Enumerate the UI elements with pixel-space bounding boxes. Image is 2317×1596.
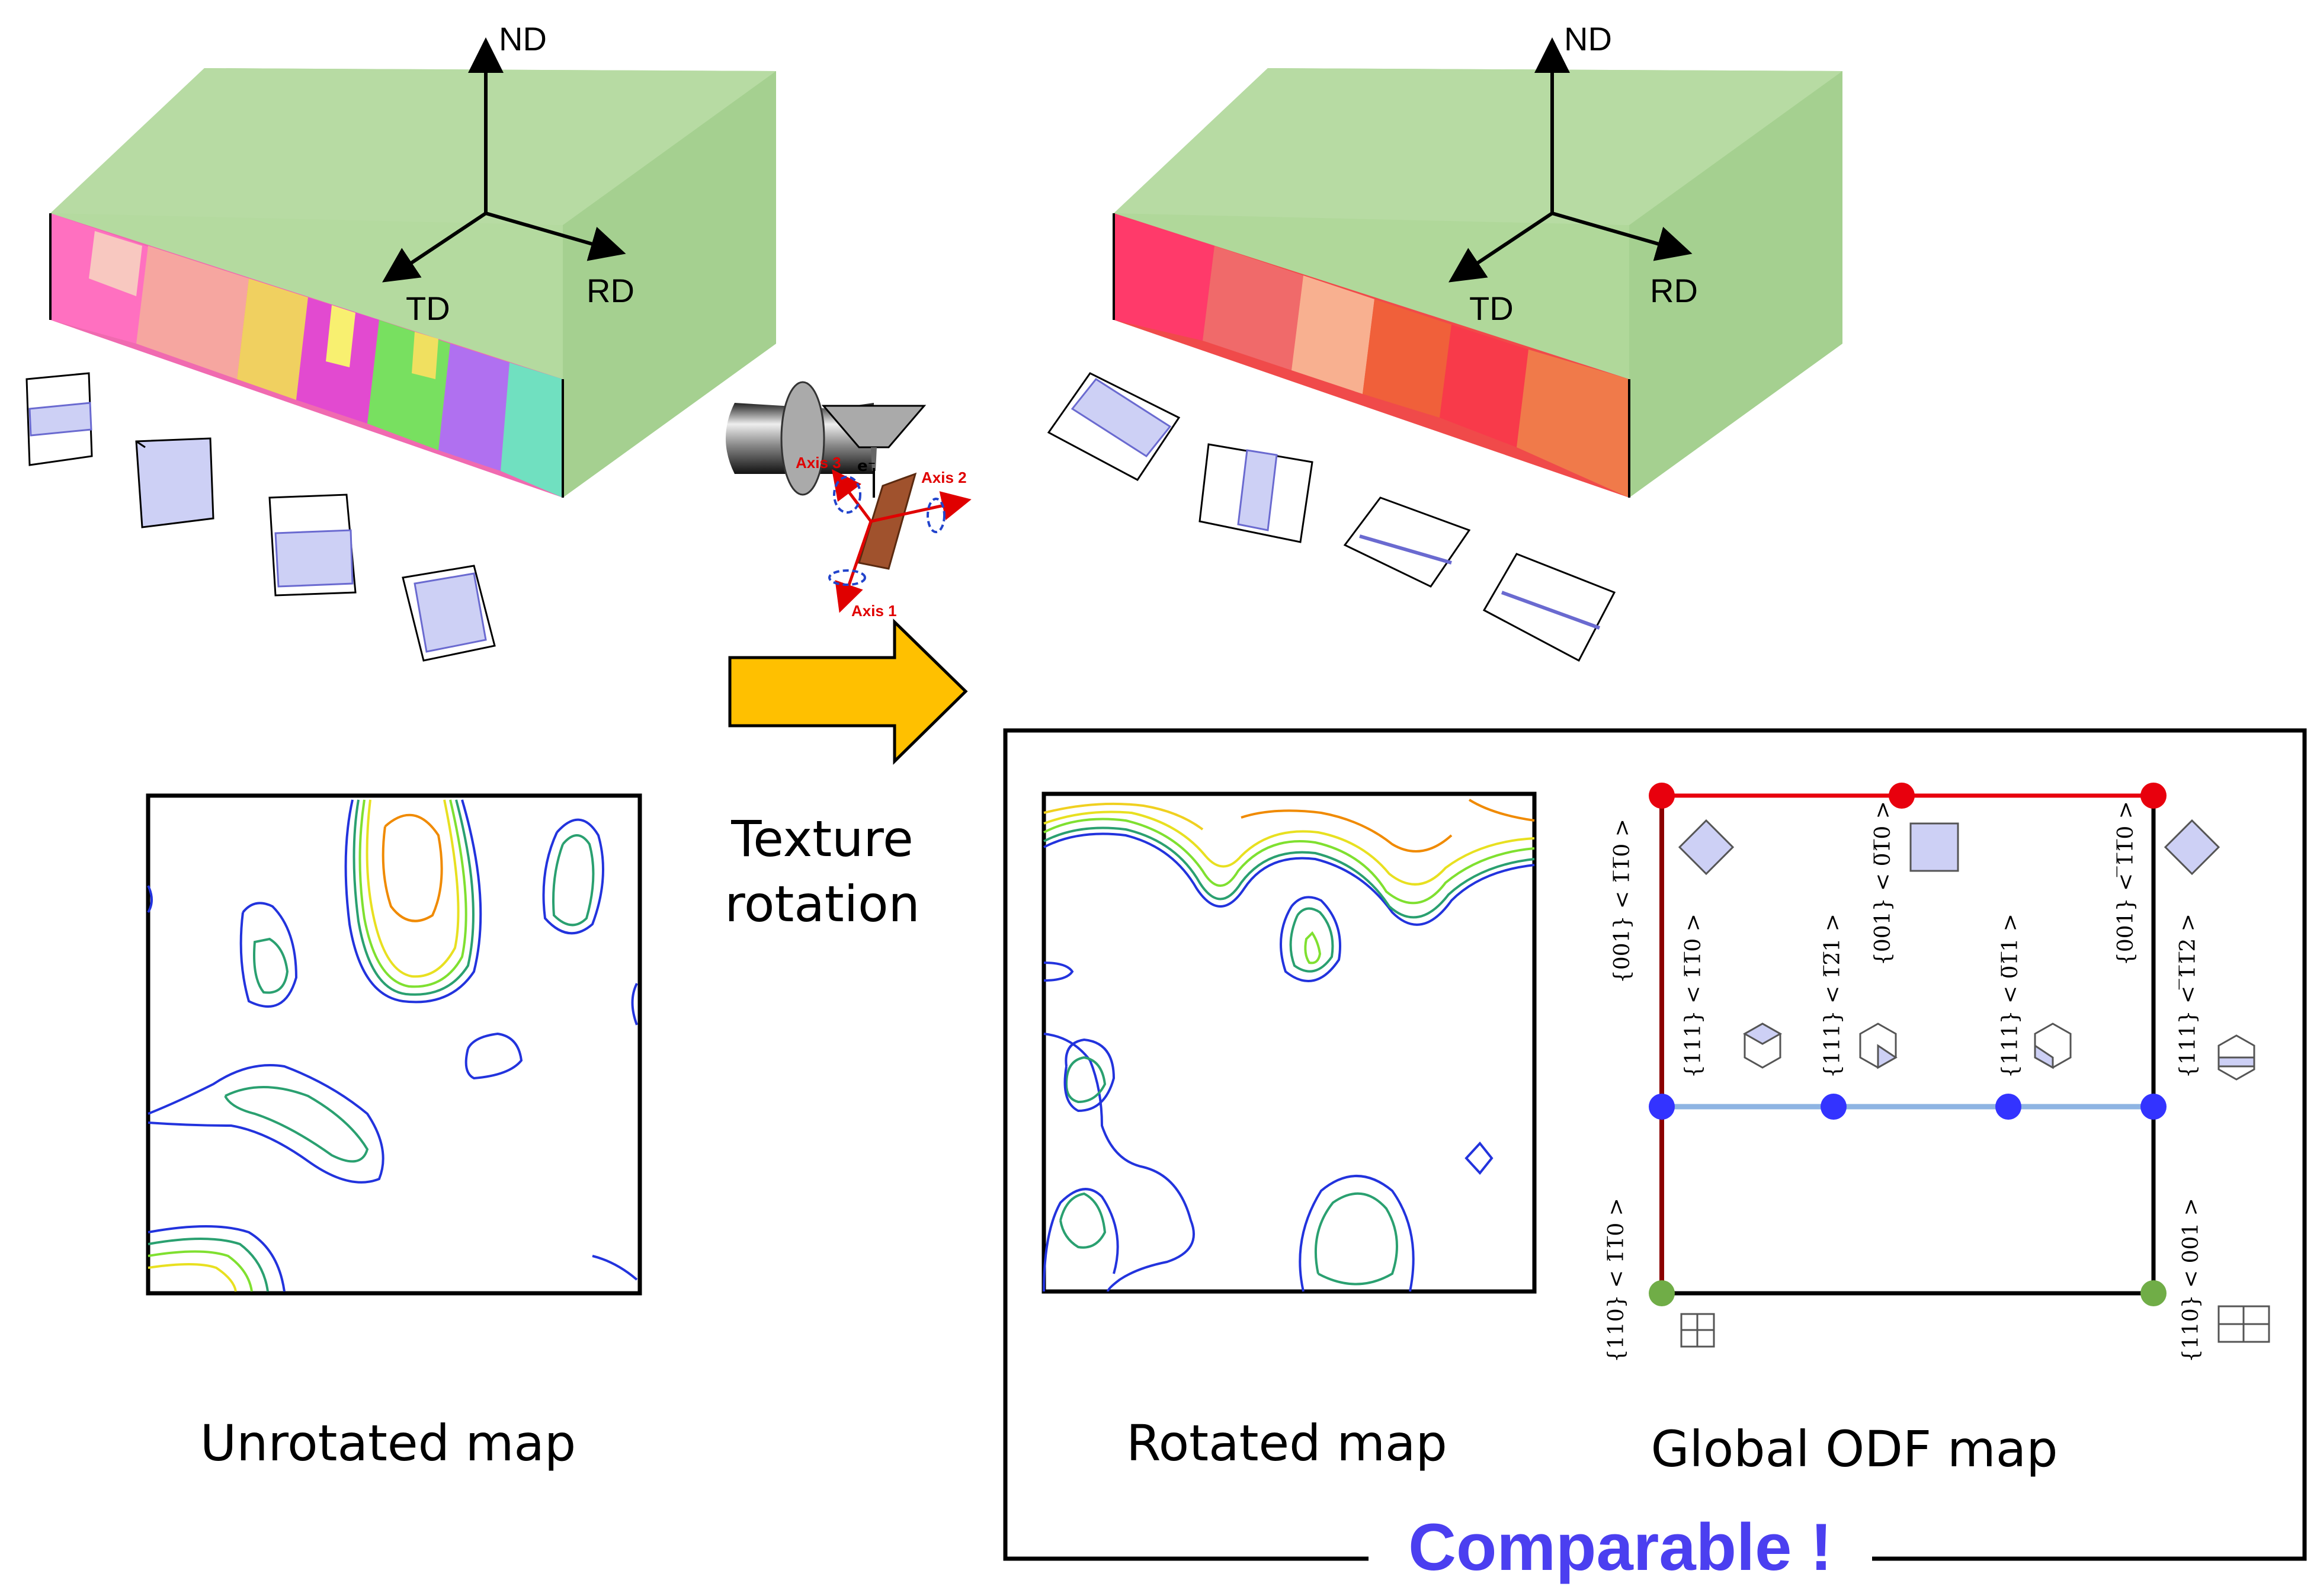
global-odf-map [1649,783,2167,1306]
electron-label: e⁻ [857,457,876,475]
rd-label-left: RD [587,272,634,309]
axis1-label: Axis 1 [851,602,897,620]
odf-label-mr: {111} < ̅1̅1̅2 > [2176,914,2200,1078]
ebsd-instrument [726,381,972,613]
rotated-map [1041,791,1537,1294]
rd-label-right: RD [1650,272,1698,309]
odf-label-ml1: {111} < 1̅1̅0 > [1681,914,1706,1078]
odf-label-tl: {001} < 1̅1̅0 > [1610,819,1635,983]
diamond-icon [2164,819,2220,876]
axes-right [1448,37,1693,283]
td-label-left: TD [406,290,450,327]
cube-face-icon [1877,1044,1898,1069]
banner-gap [1369,1531,1872,1588]
crystal-cubes-right [1047,372,1616,662]
global-caption: Global ODF map [1651,1420,2058,1478]
arrow-label-line2: rotation [725,875,919,933]
cube-face-icon [2034,1044,2054,1069]
diamond-icon [1678,819,1735,876]
cube-face-icon [2217,1056,2255,1068]
arrow-label-line1: Texture [730,810,914,868]
crystal-cubes-left [25,372,496,662]
axis3-label: Axis 3 [796,454,841,472]
axis2-label: Axis 2 [921,469,967,486]
odf-label-tr: {001} < ̅1̅1̅0 > [2114,801,2138,966]
axes-left [382,37,626,283]
square-icon [1909,822,1959,872]
odf-label-bl: {110} < 1̅1̅0 > [1604,1198,1629,1363]
grid-icon [1680,1313,1715,1348]
rotated-caption: Rotated map [1126,1414,1447,1472]
sample-block-right [1113,68,1842,498]
odf-label-ml2: {111} < 1̅2̅1 > [1821,914,1845,1078]
grid-icon [2217,1305,2270,1343]
sample-block-left [49,68,776,498]
texture-rotation-arrow [728,618,968,765]
nd-label-left: ND [499,20,547,57]
unrotated-caption: Unrotated map [200,1414,576,1472]
comparable-banner: Comparable ! [1408,1510,1832,1584]
odf-label-tm: {001} < 0̅1̅0 > [1871,801,1895,966]
td-label-right: TD [1469,290,1514,327]
odf-glyph-icons [1678,819,2270,1348]
odf-label-br: {110} < 001 > [2179,1198,2203,1363]
nd-label-right: ND [1564,20,1612,57]
unrotated-map [146,793,642,1296]
cube-face-icon [1742,1023,1783,1045]
odf-label-ml3: {111} < 0̅1̅1 > [1998,914,2023,1078]
